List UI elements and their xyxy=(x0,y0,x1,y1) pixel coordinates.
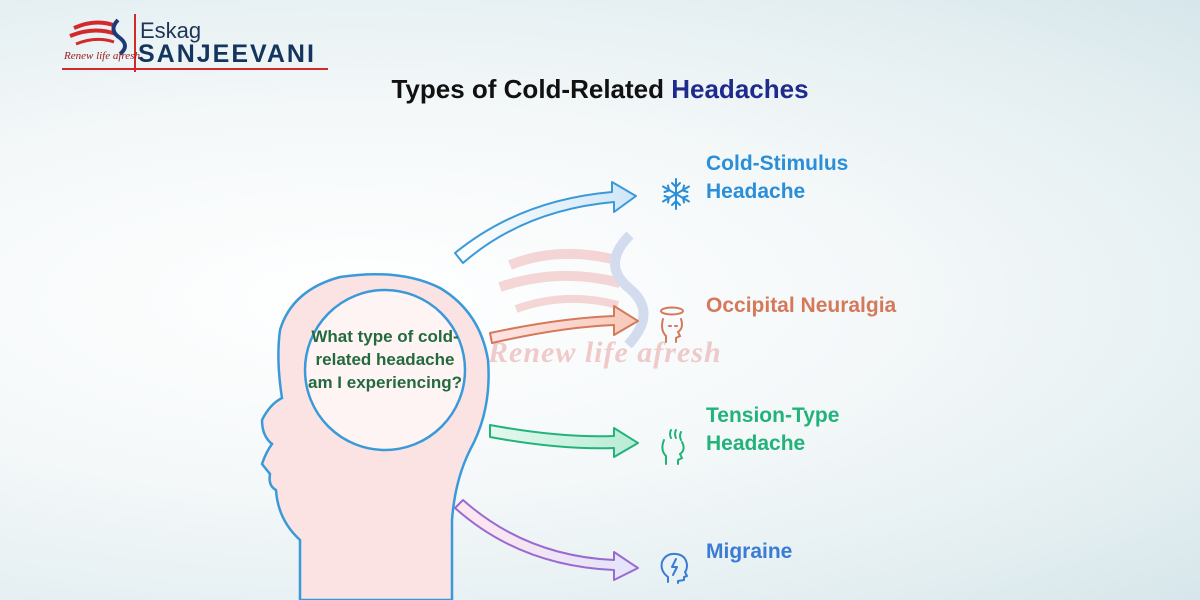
logo-swoosh-icon xyxy=(69,18,127,56)
tension-icon xyxy=(661,429,685,465)
label-cold-stimulus: Cold-Stimulus Headache xyxy=(706,150,848,206)
migraine-head-icon xyxy=(660,552,688,584)
label-occipital-neuralgia-line1: Occipital Neuralgia xyxy=(706,294,897,317)
label-cold-stimulus-line2: Headache xyxy=(706,180,806,203)
arrow-tension-type xyxy=(489,424,639,458)
label-tension-type-line1: Tension-Type xyxy=(706,404,840,427)
watermark-logo-icon xyxy=(498,231,649,349)
snowflake-icon xyxy=(662,178,690,210)
logo-brand-text: Eskag xyxy=(140,18,202,43)
center-question: What type of cold-related headache am I … xyxy=(308,327,462,392)
arrow-cold-stimulus xyxy=(454,181,637,264)
logo-name-text: SANJEEVANI xyxy=(138,40,316,68)
logo-divider-vertical xyxy=(134,14,136,72)
arrow-migraine xyxy=(454,499,639,581)
brand-logo: Eskag SANJEEVANI Renew life afresh xyxy=(62,14,332,74)
title-part-2: Headaches xyxy=(671,74,809,104)
label-migraine-line1: Migraine xyxy=(706,540,793,563)
watermark-text: Renew life afresh xyxy=(488,336,722,369)
question-circle xyxy=(303,288,467,452)
page-title: Types of Cold-Related Headaches xyxy=(0,74,1200,105)
label-cold-stimulus-line1: Cold-Stimulus xyxy=(706,152,849,175)
title-part-1: Types of Cold-Related xyxy=(391,74,664,104)
label-migraine: Migraine xyxy=(706,538,792,566)
label-tension-type: Tension-Type Headache xyxy=(706,402,839,458)
arrow-occipital-neuralgia xyxy=(489,305,639,344)
label-tension-type-line2: Headache xyxy=(706,432,806,455)
head-pain-icon xyxy=(660,306,684,343)
logo-tagline: Renew life afresh xyxy=(64,50,140,62)
label-occipital-neuralgia: Occipital Neuralgia xyxy=(706,292,896,320)
logo-divider-horizontal xyxy=(62,68,328,70)
